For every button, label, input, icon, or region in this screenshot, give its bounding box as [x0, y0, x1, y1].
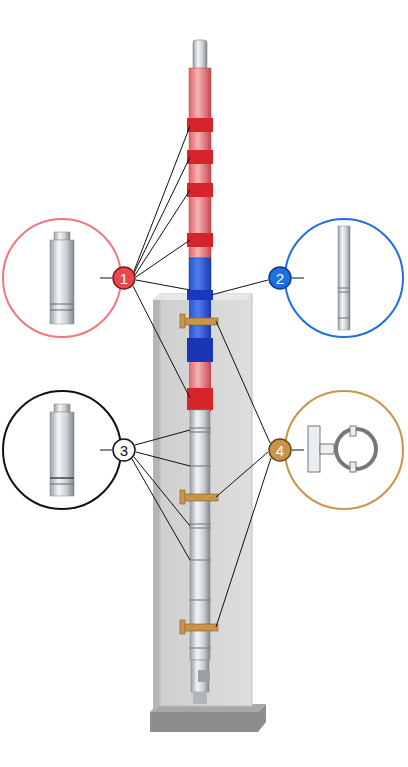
blue-collar	[187, 290, 213, 300]
drain-cap	[193, 692, 207, 704]
red-collar-lower	[187, 388, 213, 410]
tee-body	[191, 660, 209, 692]
inset-circle	[3, 219, 121, 337]
wall-side	[153, 294, 160, 712]
red-collars	[187, 118, 213, 247]
callout-label: 4	[276, 443, 284, 458]
callout-label: 1	[120, 271, 128, 286]
wall-face	[160, 294, 252, 706]
inset-bracket	[308, 426, 376, 472]
inset-pipe	[50, 404, 74, 496]
callout-number: 1	[112, 266, 136, 290]
callout-label: 2	[276, 271, 284, 286]
wall-brackets	[180, 314, 218, 634]
inset-pipe	[50, 232, 74, 324]
inset-circle	[3, 391, 121, 509]
leader-lines	[100, 126, 304, 627]
callout-number: 3	[112, 438, 136, 462]
rain-cap	[193, 40, 207, 70]
base-slab	[150, 704, 266, 732]
callout-number: 2	[268, 266, 292, 290]
tee-outlet	[198, 670, 210, 682]
inset-pipe	[338, 226, 350, 330]
callout-label: 3	[120, 443, 128, 458]
pipe-joints	[189, 428, 211, 648]
inset-circle	[285, 391, 403, 509]
callout-number: 4	[268, 438, 292, 462]
inset-circle	[285, 219, 403, 337]
steel-pipe	[190, 410, 210, 660]
blue-collar-lower	[187, 338, 213, 362]
